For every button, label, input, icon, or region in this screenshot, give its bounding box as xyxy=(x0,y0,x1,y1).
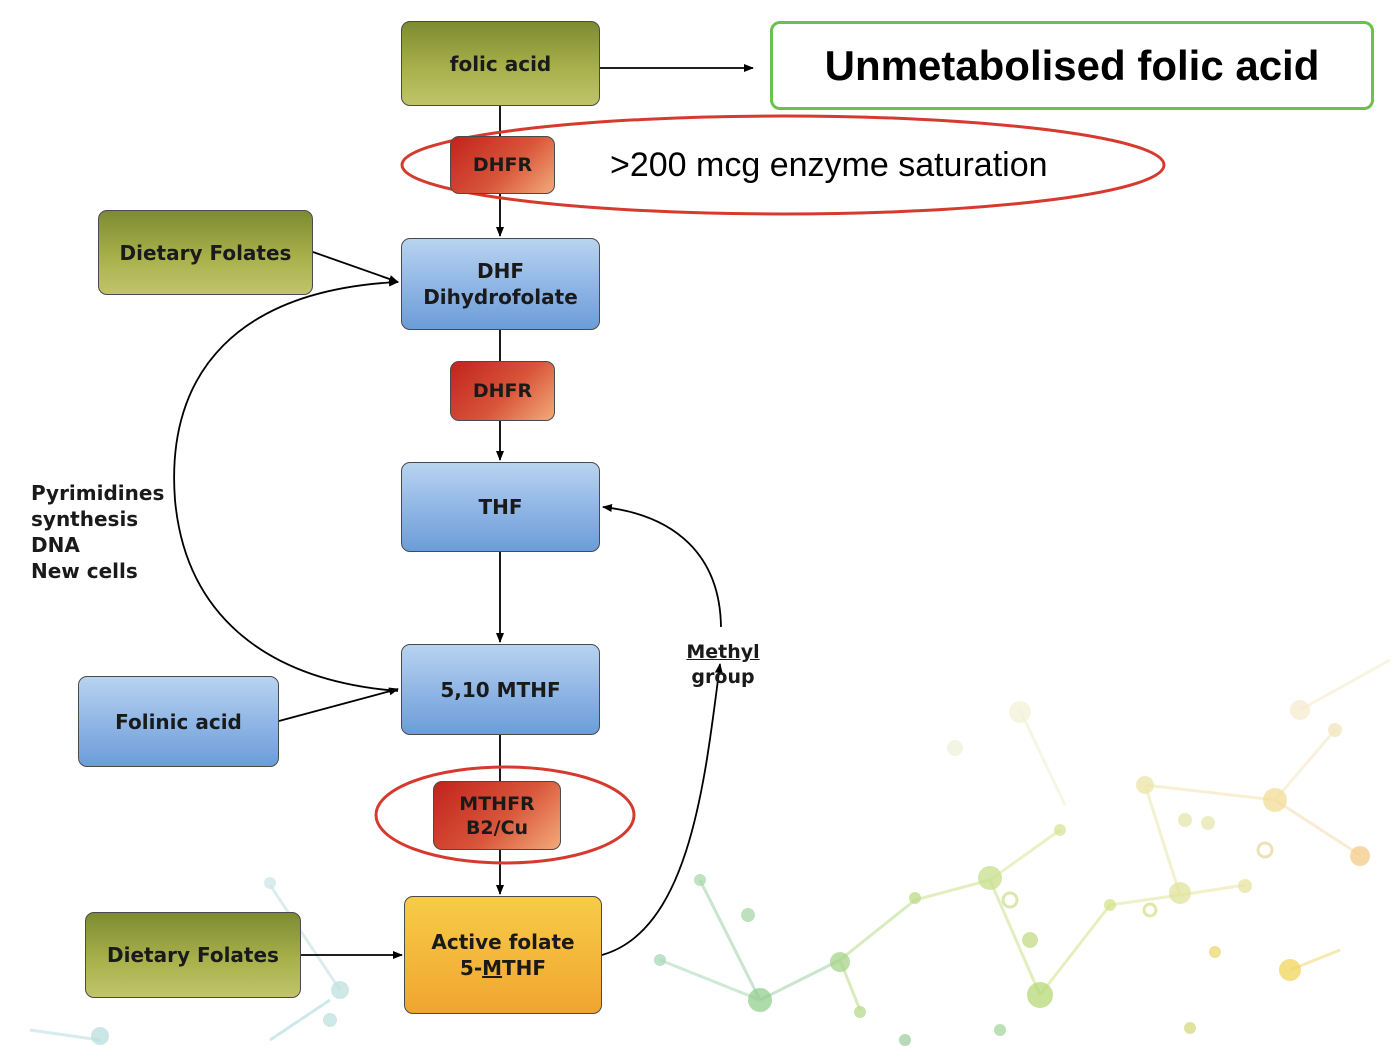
node-510-mthf: 5,10 MTHF xyxy=(401,644,600,735)
node-dhfr-2-label: DHFR xyxy=(472,380,533,402)
node-dietary-folates-bottom-label: Dietary Folates xyxy=(107,943,279,967)
node-mthfr-label-2: B2/Cu xyxy=(465,816,529,839)
node-dietary-folates-top-label: Dietary Folates xyxy=(119,240,292,265)
node-active-folate-label-2: 5-MTHF xyxy=(460,955,546,981)
pyrimidines-line-3: DNA xyxy=(31,533,80,557)
node-active-folate: Active folate 5-MTHF xyxy=(404,896,602,1014)
node-dhfr-1-label: DHFR xyxy=(472,154,533,176)
methyl-line-2: group xyxy=(691,666,755,688)
node-dhf-label-1: DHF xyxy=(476,259,524,283)
pyrimidines-line-1: Pyrimidines xyxy=(31,481,165,505)
active-suffix: THF xyxy=(502,956,547,980)
node-dhfr-enzyme-1: DHFR xyxy=(450,136,555,194)
unmetabolised-callout-text: Unmetabolised folic acid xyxy=(824,41,1320,89)
node-folic-acid-label: folic acid xyxy=(449,51,552,76)
methyl-line-1: Methyl xyxy=(686,641,760,663)
unmetabolised-folic-acid-callout: Unmetabolised folic acid xyxy=(770,21,1374,110)
node-thf-label: THF xyxy=(478,495,523,519)
node-dhf-label-2: Dihydrofolate xyxy=(423,285,578,309)
active-prefix: 5- xyxy=(459,956,483,980)
node-dhfr-enzyme-2: DHFR xyxy=(450,361,555,421)
node-folic-acid: folic acid xyxy=(401,21,600,106)
enzyme-saturation-note: >200 mcg enzyme saturation xyxy=(610,146,1048,184)
node-thf: THF xyxy=(401,462,600,552)
active-underlined-m: M xyxy=(482,956,503,980)
node-mthfr-label-1: MTHFR xyxy=(459,792,535,815)
node-folinic-acid: Folinic acid xyxy=(78,676,279,767)
pyrimidines-line-4: New cells xyxy=(31,559,138,583)
node-folinic-acid-label: Folinic acid xyxy=(115,709,242,734)
pyrimidines-label: Pyrimidines synthesis DNA New cells xyxy=(31,480,164,584)
methyl-group-label: Methyl group xyxy=(680,640,766,690)
node-dietary-folates-bottom: Dietary Folates xyxy=(85,912,301,998)
node-active-folate-label-1: Active folate xyxy=(431,930,575,954)
node-dietary-folates-top: Dietary Folates xyxy=(98,210,313,295)
node-510-mthf-label: 5,10 MTHF xyxy=(440,677,561,702)
pyrimidines-line-2: synthesis xyxy=(31,507,139,531)
node-dhf: DHF Dihydrofolate xyxy=(401,238,600,330)
node-mthfr-enzyme: MTHFR B2/Cu xyxy=(433,781,561,850)
